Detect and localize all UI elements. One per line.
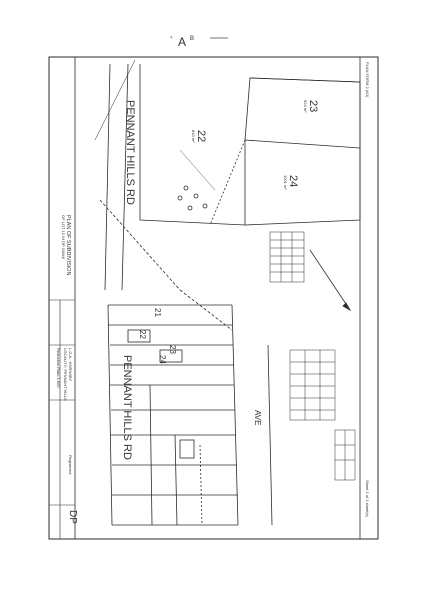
- reduction-label: Reduction Ratio 1:500: [56, 348, 61, 388]
- header-mark-suffix: B: [190, 36, 194, 42]
- road-edge-east: [121, 63, 129, 291]
- header-mark-prefix: ⁴: [170, 35, 173, 42]
- building-outline: [179, 439, 195, 459]
- building-outline: [159, 349, 183, 363]
- lower-plan: [107, 289, 273, 526]
- upper-lot-23-24-boundary: [244, 77, 361, 226]
- header-mark: A: [178, 35, 186, 49]
- plan-type-label: DP: [67, 510, 78, 524]
- survey-mark: [202, 203, 208, 209]
- lot-23-24-divider: [244, 139, 361, 149]
- interior-line: [149, 384, 153, 526]
- upper-road-name: PENNANT HILLS RD: [124, 100, 136, 205]
- lower-lot-22-number: 22: [138, 330, 147, 339]
- road-edge-west: [104, 63, 111, 291]
- lower-road-frontage: [107, 304, 113, 526]
- upper-lot-24-number: 24: [287, 175, 299, 187]
- lower-lot-23-number: 23: [168, 345, 177, 354]
- schedule-table: [289, 349, 356, 481]
- upper-lot-23-area: 924 m²: [303, 100, 308, 113]
- lower-lot-21-number: 21: [153, 308, 162, 317]
- easement-line: [209, 139, 246, 226]
- lower-road-name: PENNANT HILLS RD: [121, 355, 133, 460]
- north-arrow-line: [309, 249, 351, 311]
- lga-label: L.G.A.: HORNSBY: [68, 348, 73, 382]
- survey-mark: [177, 195, 183, 201]
- lower-lot-24-number: 24: [158, 355, 167, 364]
- coordinate-table: [269, 231, 305, 283]
- upper-lot-22-number: 22: [195, 130, 207, 142]
- survey-mark: [193, 193, 199, 199]
- registered-label: Registered: [68, 455, 73, 474]
- interior-line: [174, 434, 178, 526]
- title-block: PLAN OF SUBDIVISION OF LOT 12 IN DP 1084…: [56, 215, 78, 524]
- bottom-right-note: Sheet 1 of 1 sheet(s): [365, 480, 370, 518]
- lower-rear-boundary: [231, 304, 239, 526]
- reference-line-2: [179, 149, 216, 191]
- survey-mark: [183, 185, 189, 191]
- top-right-note: PLAN FORM 2 (A3): [365, 62, 370, 98]
- diagonal-tie-line: [179, 289, 233, 331]
- building-outline: [127, 329, 151, 343]
- survey-mark: [187, 205, 193, 211]
- plan-title-sub: OF LOT 12 IN DP 10846: [61, 215, 66, 260]
- upper-lot-22-area: 810 m²: [191, 130, 196, 143]
- avenue-label: AVE: [253, 410, 262, 425]
- plan-title: PLAN OF SUBDIVISION: [65, 215, 71, 276]
- reference-line-1: [94, 59, 136, 141]
- locality-label: LOCALITY: PENNANT HILLS: [63, 348, 68, 401]
- avenue-edge: [267, 344, 273, 526]
- diagonal-tie-line: [99, 199, 181, 291]
- upper-lot-23-number: 23: [307, 100, 319, 112]
- upper-plan: [94, 59, 361, 312]
- upper-lot-24-area: 1001 m²: [283, 175, 288, 190]
- sheet-frame: [48, 56, 379, 540]
- easement-line: [199, 444, 203, 526]
- north-arrow-head: [342, 302, 352, 312]
- upper-lot-boundary: [139, 64, 361, 226]
